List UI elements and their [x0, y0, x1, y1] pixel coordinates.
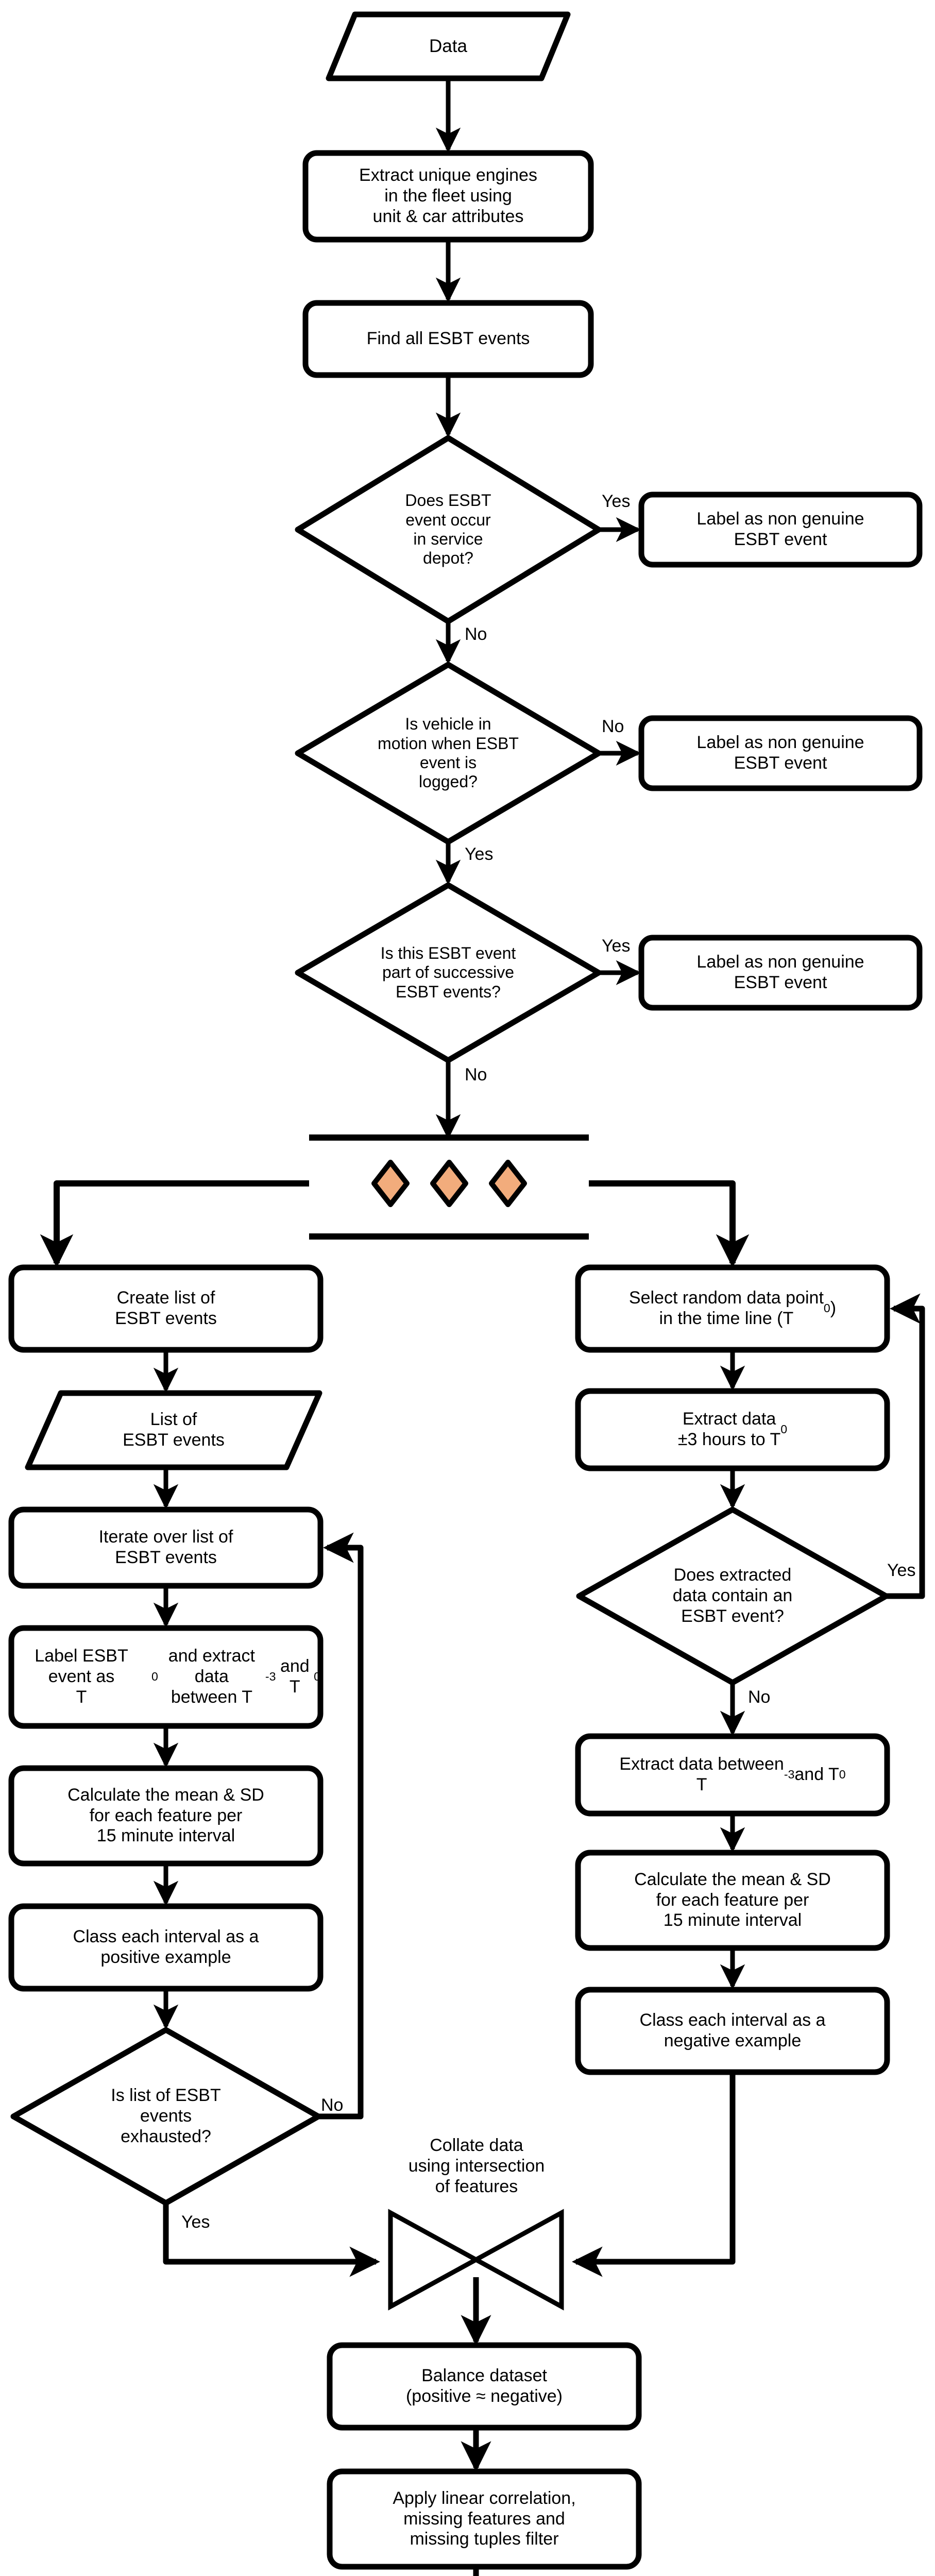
shape-label-nongenuine-2 — [638, 715, 923, 791]
shape-label-t0-extract — [8, 1625, 324, 1729]
shape-balance-dataset — [327, 2342, 642, 2431]
edge-fork-right — [662, 1180, 750, 1268]
shape-apply-filters — [327, 2468, 642, 2570]
shape-label-nongenuine-1 — [638, 492, 923, 568]
shape-extract-engines — [302, 150, 594, 243]
shape-label-nongenuine-3 — [638, 935, 923, 1011]
shape-calc-mean-sd-left — [8, 1765, 324, 1867]
edge-label-motion-yes: Yes — [465, 844, 494, 864]
edge-fork-left — [40, 1180, 235, 1268]
shape-class-negative — [575, 1987, 890, 2075]
fork-ornament-diamond-1 — [371, 1160, 410, 1207]
edge-label-depot-no: No — [465, 624, 487, 644]
edge-label-depot-yes: Yes — [602, 492, 631, 511]
fork-ornament-diamond-2 — [430, 1160, 468, 1207]
shape-extract-pm3 — [575, 1388, 890, 1471]
edge-class-negative-to-collate — [572, 2072, 736, 2277]
edge-contains-yes-loop — [886, 1293, 925, 1599]
shape-select-random — [575, 1264, 890, 1353]
fork-ornament-diamond-3 — [489, 1160, 527, 1207]
edge-exhausted-yes — [163, 2203, 380, 2277]
shape-q-contains-event — [576, 1506, 889, 1686]
edge-label-exhausted-no: No — [321, 2095, 344, 2115]
shape-calc-mean-sd-right — [575, 1850, 890, 1951]
edge-label-exhausted-yes: Yes — [181, 2212, 210, 2232]
edge-label-successive-yes: Yes — [602, 936, 631, 956]
shape-q-service-depot — [295, 435, 602, 624]
shape-create-list — [8, 1264, 324, 1353]
shape-q-in-motion — [295, 662, 602, 845]
shape-find-events — [302, 300, 594, 378]
shape-list-of-events — [25, 1390, 322, 1470]
shape-data-input — [326, 11, 571, 81]
shape-q-successive — [295, 882, 602, 1063]
shape-collate-bowtie — [388, 2209, 564, 2311]
edge-label-contains-no: No — [748, 1687, 771, 1707]
edge-exhausted-no-loop — [318, 1532, 364, 2120]
edge-label-successive-no: No — [465, 1065, 487, 1084]
shape-q-list-exhausted — [10, 2027, 321, 2206]
shape-extract-between — [575, 1733, 890, 1817]
edge-label-motion-no: No — [602, 717, 624, 736]
shape-class-positive — [8, 1903, 324, 1992]
edge-label-contains-yes: Yes — [887, 1561, 916, 1580]
shape-iterate-list — [8, 1506, 324, 1589]
